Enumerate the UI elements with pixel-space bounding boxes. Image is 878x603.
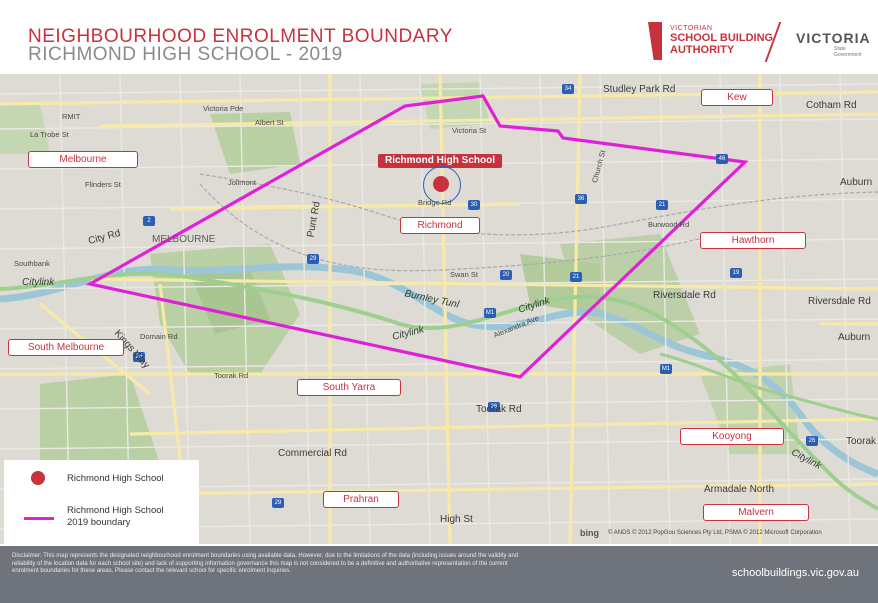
- legend-school-icon: [31, 471, 45, 485]
- street-high-st: High St: [440, 514, 473, 525]
- street-citylink-west: Citylink: [22, 277, 55, 288]
- suburb-label-malvern: Malvern: [703, 504, 809, 521]
- route-shield-26: 26: [133, 352, 145, 362]
- street-commercial-rd: Commercial Rd: [278, 448, 347, 459]
- map-area[interactable]: 2 29 30 36 21 20 21 M1 26 29 26 26 19 M1…: [0, 74, 878, 544]
- map-legend: Richmond High School Richmond High Schoo…: [4, 460, 199, 544]
- route-shield-19: 19: [730, 268, 742, 278]
- legend-boundary-label-2: 2019 boundary: [67, 517, 131, 528]
- route-shield-30: 30: [468, 200, 480, 210]
- label-armadale-north: Armadale North: [704, 484, 775, 495]
- label-rmit: RMIT: [62, 112, 81, 121]
- school-catchment-ring: [423, 166, 461, 204]
- route-shield-29b: 29: [272, 498, 284, 508]
- suburb-label-kooyong: Kooyong: [680, 428, 784, 445]
- footer-url[interactable]: schoolbuildings.vic.gov.au: [732, 567, 859, 579]
- label-auburn: Auburn: [840, 177, 873, 188]
- route-shield-20: 20: [500, 270, 512, 280]
- route-shield-26c: 26: [806, 436, 818, 446]
- vsba-flag-icon: [648, 22, 662, 60]
- vsba-logo-line2: AUTHORITY: [670, 44, 735, 56]
- suburb-label-richmond: Richmond: [400, 217, 480, 234]
- rail-line-2: [199, 183, 721, 272]
- legend-school-label: Richmond High School: [67, 473, 164, 484]
- label-toorak: Toorak: [846, 436, 877, 447]
- map-canvas: [0, 74, 878, 544]
- street-victoria-st: Victoria St: [452, 126, 487, 135]
- label-southbank: Southbank: [14, 259, 50, 268]
- street-studley-park-rd: Studley Park Rd: [603, 84, 676, 95]
- suburb-label-kew: Kew: [701, 89, 773, 106]
- street-toorak-rd: Toorak Rd: [476, 404, 522, 415]
- legend-boundary-icon: [24, 517, 54, 520]
- rail-line: [199, 173, 878, 236]
- suburb-label-south-yarra: South Yarra: [297, 379, 401, 396]
- route-shield-29: 29: [307, 254, 319, 264]
- suburb-label-melbourne: Melbourne: [28, 151, 138, 168]
- victoria-logo-main: VICTORIA: [796, 30, 871, 46]
- route-shield-46: 46: [716, 154, 728, 164]
- route-shield-m1b: M1: [660, 364, 672, 374]
- legend-boundary-label-1: Richmond High School: [67, 505, 164, 516]
- street-swan-st: Swan St: [450, 270, 478, 279]
- street-albert-st: Albert St: [255, 118, 284, 127]
- street-burwood-rd: Burwood Rd: [648, 220, 690, 229]
- suburb-label-prahran: Prahran: [323, 491, 399, 508]
- page-subtitle: RICHMOND HIGH SCHOOL - 2019: [28, 44, 343, 65]
- enrolment-boundary: [85, 94, 749, 379]
- street-riversdale-rd-east: Riversdale Rd: [808, 296, 871, 307]
- vsba-logo-line1: SCHOOL BUILDING: [670, 32, 774, 44]
- vsba-logo: VICTORIAN SCHOOL BUILDING AUTHORITY: [648, 22, 788, 62]
- street-toorak-rd-west: Toorak Rd: [214, 371, 249, 380]
- street-riversdale-rd: Riversdale Rd: [653, 290, 716, 301]
- street-domain-rd: Domain Rd: [140, 332, 178, 341]
- map-attribution: © ANDS © 2012 PopGou Sciences Pty Ltd, P…: [608, 530, 822, 536]
- citylink-freeway: [0, 271, 878, 511]
- park-carlton: [420, 82, 490, 129]
- street-victoria-pde: Victoria Pde: [203, 104, 244, 113]
- label-auburn-2: Auburn: [838, 332, 871, 343]
- route-shield-34: 34: [562, 84, 574, 94]
- suburb-label-hawthorn: Hawthorn: [700, 232, 806, 249]
- route-shield-2: 2: [143, 216, 155, 226]
- street-flinders-st: Flinders St: [85, 180, 121, 189]
- label-melbourne-cbd: MELBOURNE: [152, 234, 216, 245]
- monash-freeway-east: [659, 352, 878, 421]
- suburb-label-south-melbourne: South Melbourne: [8, 339, 124, 356]
- bing-logo: bing: [580, 528, 599, 538]
- victoria-logo-sub2: Government: [834, 52, 862, 58]
- route-shield-21: 21: [656, 200, 668, 210]
- disclaimer-text: Disclaimer: This map represents the desi…: [12, 553, 519, 574]
- footer: Disclaimer: This map represents the desi…: [0, 546, 878, 603]
- yarra-river: [0, 263, 878, 478]
- route-shield-26b: 26: [488, 402, 500, 412]
- street-la-trobe: La Trobe St: [30, 130, 69, 139]
- park-fitzroy-gardens: [210, 112, 300, 174]
- school-label: Richmond High School: [378, 154, 502, 168]
- victoria-logo-sub1: State: [834, 46, 846, 52]
- school-marker-icon[interactable]: [433, 176, 449, 192]
- victoria-logo: VICTORIA State Government: [796, 24, 870, 64]
- vsba-logo-small: VICTORIAN: [670, 25, 713, 32]
- route-shield-m1: M1: [484, 308, 496, 318]
- route-shield-21b: 21: [570, 272, 582, 282]
- page-title: NEIGHBOURHOOD ENROLMENT BOUNDARY: [28, 26, 453, 47]
- route-shield-36: 36: [575, 194, 587, 204]
- label-jolimont: Jolimont: [228, 178, 256, 187]
- header: NEIGHBOURHOOD ENROLMENT BOUNDARY RICHMON…: [0, 0, 878, 74]
- street-cotham-rd: Cotham Rd: [806, 100, 857, 111]
